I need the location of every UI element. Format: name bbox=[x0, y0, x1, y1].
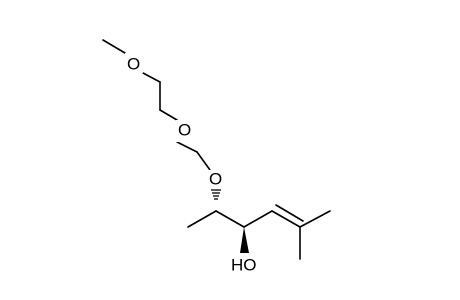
bond-o1-c1 bbox=[142, 72, 161, 83]
bond-methyl-c2 bbox=[187, 210, 217, 228]
hashed-wedge-bond bbox=[210, 186, 222, 200]
label-bg bbox=[125, 53, 143, 73]
bond-c2-o2 bbox=[159, 109, 178, 121]
label-bg bbox=[176, 120, 194, 142]
atom-hydroxyl: HO bbox=[231, 256, 257, 275]
label-bg bbox=[230, 253, 258, 275]
bond-ch2-o3 bbox=[196, 151, 211, 171]
bond-c3-c4 bbox=[243, 210, 273, 228]
atom-o-ether: O bbox=[178, 121, 191, 140]
bond-o2-ch2 bbox=[176, 141, 198, 153]
bold-wedge-bond bbox=[240, 227, 249, 253]
bond-methyl-o1 bbox=[102, 39, 126, 54]
bond-c5-methyl-top bbox=[299, 210, 331, 228]
atom-o-acetal: O bbox=[209, 170, 222, 189]
atom-o-methoxy: O bbox=[127, 55, 140, 74]
double-bond-inner bbox=[275, 204, 304, 222]
label-bg bbox=[207, 170, 225, 188]
double-bond-outer bbox=[271, 210, 301, 228]
bond-c2-c3 bbox=[215, 210, 245, 228]
